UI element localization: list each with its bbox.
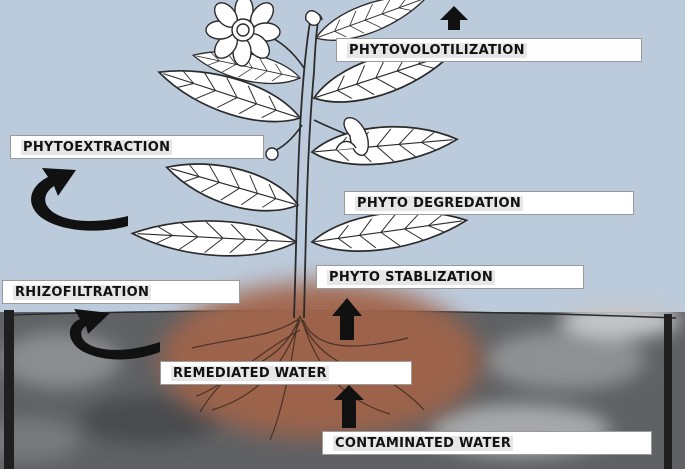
label-phytovolatilization-text: PHYTOVOLOTILIZATION [347,43,527,58]
container-walls [4,310,672,469]
arrow-up-stabilization [332,298,362,340]
arrow-up-remediated [334,385,364,428]
arrows [332,6,468,428]
label-phytoextraction-text: PHYTOEXTRACTION [21,140,173,155]
label-phyto-stabilization: PHYTO STABLIZATION [316,265,584,289]
curved-arrow-rhizofiltration [69,309,160,360]
curved-arrows [31,168,160,360]
label-phytoextraction: PHYTOEXTRACTION [10,135,264,159]
flower-bud [335,117,369,156]
label-phyto-stabilization-text: PHYTO STABLIZATION [327,270,496,285]
label-contaminated-water-text: CONTAMINATED WATER [333,436,514,451]
top-bud [305,10,322,26]
label-phytovolatilization: PHYTOVOLOTILIZATION [336,38,642,62]
root-zone [160,282,480,438]
label-phyto-degradation: PHYTO DEGREDATION [344,191,634,215]
label-rhizofiltration: RHIZOFILTRATION [2,280,240,304]
label-rhizofiltration-text: RHIZOFILTRATION [13,285,152,300]
small-bud [265,147,279,161]
label-remediated-water: REMEDIATED WATER [160,361,412,385]
label-remediated-water-text: REMEDIATED WATER [171,366,329,381]
flower [205,0,281,67]
curved-arrow-phytoextraction [31,168,129,231]
arrow-up-volatilization [440,6,468,30]
label-contaminated-water: CONTAMINATED WATER [322,431,652,455]
label-phyto-degradation-text: PHYTO DEGREDATION [355,196,524,211]
